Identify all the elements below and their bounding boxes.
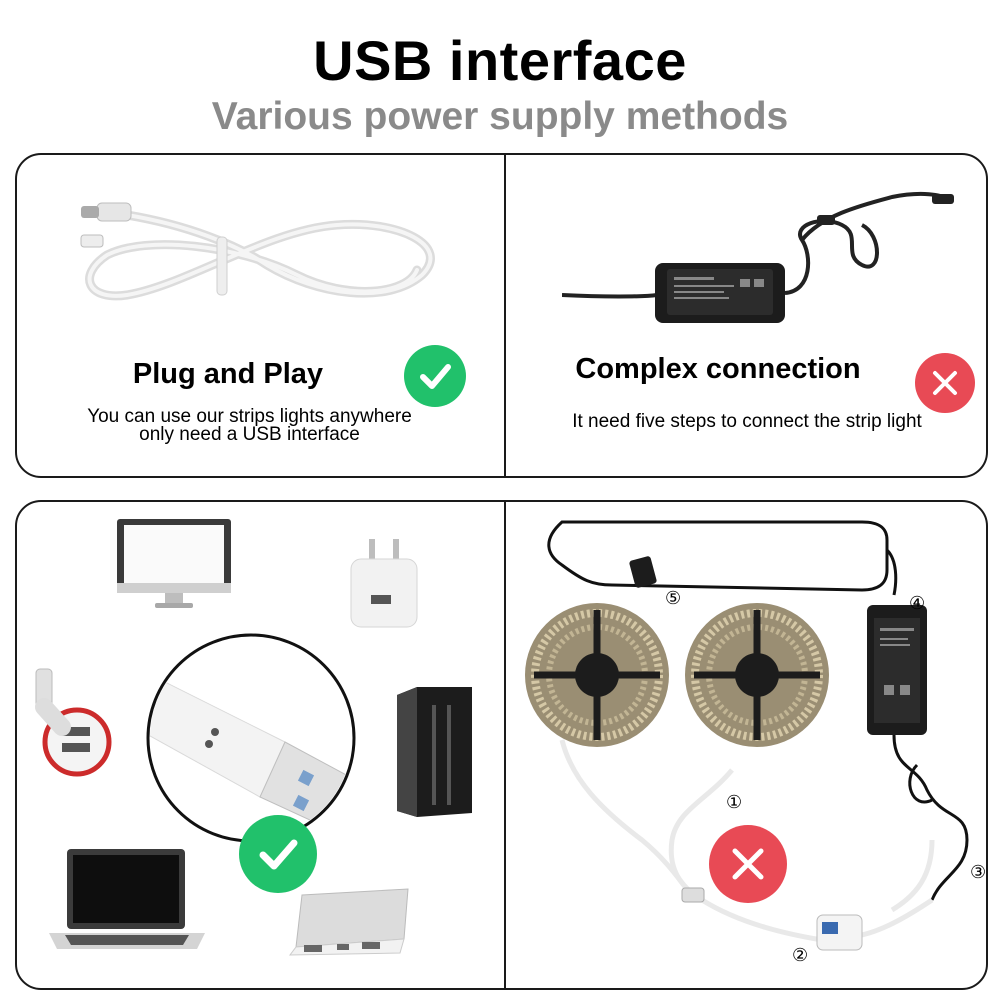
complex-setup-image xyxy=(522,510,986,985)
comparison-panel-top: Plug and Play You can use our strips lig… xyxy=(15,153,988,478)
panel-divider xyxy=(504,155,506,476)
car-charger-icon xyxy=(22,667,117,777)
step-label-4: ④ xyxy=(909,593,926,613)
complex-connection-desc: It need five steps to connect the strip … xyxy=(572,411,922,432)
step-label-5: ⑤ xyxy=(665,588,682,608)
plug-and-play-desc-line2: only need a USB interface xyxy=(139,424,360,445)
plug-and-play-heading: Plug and Play xyxy=(132,358,324,390)
complex-connection-heading: Complex connection xyxy=(575,353,861,385)
laptop-icon xyxy=(47,847,207,957)
step-label-2: ② xyxy=(792,945,809,965)
step-label-1: ① xyxy=(726,792,743,812)
check-icon xyxy=(239,815,317,893)
wall-charger-icon xyxy=(347,537,422,632)
page-title: USB interface xyxy=(313,29,687,92)
panel-divider xyxy=(504,502,506,988)
step-label-3: ③ xyxy=(970,862,987,882)
usb-plug-icon xyxy=(145,632,357,844)
plug-and-play-desc-line1: You can use our strips lights anywhere xyxy=(87,406,412,427)
cross-icon xyxy=(709,825,787,903)
usb-cable-image xyxy=(67,175,447,335)
page-subtitle: Various power supply methods xyxy=(211,95,789,138)
monitor-icon xyxy=(115,517,235,612)
power-bank-icon xyxy=(282,887,412,957)
cross-icon xyxy=(915,353,975,413)
power-adapter-image xyxy=(562,185,962,335)
pc-tower-icon xyxy=(392,685,477,820)
comparison-panel-bottom: ⑤ ④ ① ③ ② xyxy=(15,500,988,990)
check-icon xyxy=(404,345,466,407)
